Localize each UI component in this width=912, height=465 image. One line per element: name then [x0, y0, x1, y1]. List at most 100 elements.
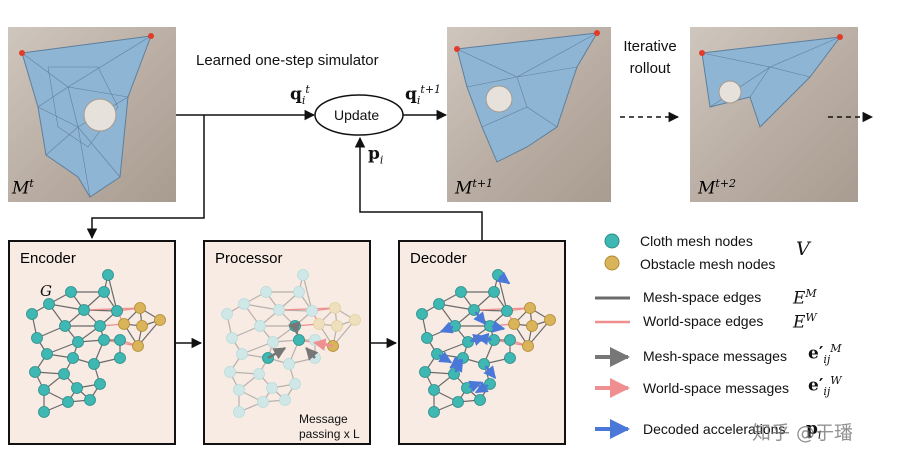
update-label: Update: [334, 107, 380, 123]
mesh-edge: [243, 303, 280, 311]
mesh-edge: [48, 303, 85, 311]
cloth-node: [428, 406, 440, 418]
decoded-acceleration-arrow: [496, 271, 511, 285]
decoded-acceleration-arrow: [483, 365, 497, 379]
cloth-node: [31, 332, 43, 344]
cloth-node: [41, 348, 53, 360]
cloth-node: [297, 269, 309, 281]
cloth-node: [65, 286, 77, 298]
obstacle-node: [154, 314, 166, 326]
obstacle-node: [118, 318, 130, 330]
p-in-symbol: pi: [368, 144, 384, 167]
cloth-node: [488, 286, 500, 298]
obstacle-node: [508, 318, 520, 330]
obstacle-node: [136, 320, 148, 332]
cloth-node: [421, 332, 433, 344]
legend-decoded: Decoded accelerations: [643, 421, 786, 437]
cloth-node: [474, 394, 486, 406]
cloth-node: [114, 334, 126, 346]
cloth-node: [62, 396, 74, 408]
cloth-node: [283, 358, 295, 370]
legend-decoded-symbol: pi: [806, 419, 822, 442]
decoded-acceleration-arrow: [468, 380, 483, 393]
cloth-node: [253, 368, 265, 380]
cloth-node: [306, 305, 318, 317]
cloth-node: [484, 378, 496, 390]
mesh-edge: [107, 274, 118, 312]
obstacle-node: [313, 318, 325, 330]
legend-mesh-edges-symbol: EM: [793, 287, 817, 309]
cloth-node: [102, 269, 114, 281]
cloth-node: [72, 336, 84, 348]
legend-world-messages-symbol: e′ijW: [808, 374, 842, 399]
cloth-node: [267, 336, 279, 348]
cloth-node: [257, 396, 269, 408]
obstacle-node: [134, 302, 146, 314]
cloth-node: [84, 394, 96, 406]
obstacle-node: [331, 320, 343, 332]
cloth-node: [416, 308, 428, 320]
cloth-node: [238, 298, 250, 310]
obstacle-node: [349, 314, 361, 326]
panel-label-t: Mt: [12, 177, 34, 199]
q-in-symbol: qit: [290, 83, 310, 108]
legend-node-symbol: V: [796, 238, 810, 260]
mesh-message-arrow: [288, 321, 301, 335]
cloth-image-t1: [454, 30, 600, 163]
obstacle-node: [329, 302, 341, 314]
encoder-title: Encoder: [20, 250, 76, 267]
obstacle-node: [524, 302, 536, 314]
cloth-node: [431, 348, 443, 360]
cloth-panel-t: Mt: [8, 27, 176, 202]
cloth-node: [58, 368, 70, 380]
decoded-acceleration-arrow: [439, 321, 454, 334]
cloth-node: [266, 382, 278, 394]
world-message-arrow: [313, 338, 334, 351]
cloth-node: [88, 358, 100, 370]
cloth-node: [59, 320, 71, 332]
cloth-node: [98, 334, 110, 346]
legend-world-edges-symbol: EW: [793, 311, 817, 333]
cloth-node: [43, 298, 55, 310]
decoded-acceleration-arrow: [438, 351, 453, 364]
decoder-title: Decoder: [410, 250, 467, 267]
cloth-node: [111, 305, 123, 317]
cloth-node: [260, 286, 272, 298]
cloth-image-t2: [699, 34, 843, 128]
cloth-node: [419, 366, 431, 378]
cloth-node: [78, 304, 90, 316]
cloth-node: [504, 334, 516, 346]
cloth-node: [94, 320, 106, 332]
panel-label-t1: Mt+1: [455, 177, 494, 199]
decoder-graph: [416, 269, 556, 418]
cloth-node: [455, 286, 467, 298]
cloth-node: [293, 286, 305, 298]
cloth-node: [26, 308, 38, 320]
decoded-acceleration-arrow: [473, 311, 487, 325]
processor-graph: [221, 269, 361, 418]
cloth-node: [236, 348, 248, 360]
cloth-node: [233, 384, 245, 396]
legend-mesh-messages: Mesh-space messages: [643, 348, 787, 364]
legend-obstacle-nodes: Obstacle mesh nodes: [640, 256, 776, 272]
q-out-symbol: qit+1: [405, 83, 442, 108]
mesh-edge: [302, 274, 313, 312]
cloth-node: [289, 378, 301, 390]
cloth-node: [94, 378, 106, 390]
obstacle-node: [522, 340, 534, 352]
message-passing-2: passing x L: [299, 427, 360, 441]
cloth-node: [98, 286, 110, 298]
panel-label-t2: Mt+2: [698, 177, 737, 199]
obstacle-node: [132, 340, 144, 352]
mesh-edge: [438, 303, 475, 311]
cloth-node: [293, 334, 305, 346]
legend-obstacle-node-icon: [604, 255, 620, 271]
cloth-node: [114, 352, 126, 364]
cloth-node: [428, 384, 440, 396]
cloth-node: [38, 406, 50, 418]
legend-world-edges: World-space edges: [643, 313, 764, 329]
cloth-node: [226, 332, 238, 344]
cloth-node: [273, 304, 285, 316]
